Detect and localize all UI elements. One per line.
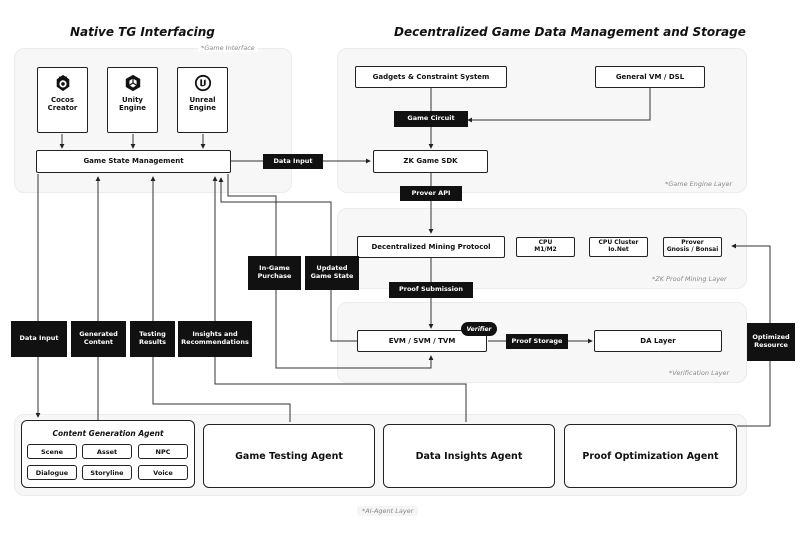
content-item-voice: Voice: [138, 465, 188, 480]
cpu-cluster-box: CPU Cluster Io.Net: [589, 237, 648, 257]
content-item-asset: Asset: [82, 444, 132, 459]
prover-gnosis-bonsai-box: Prover Gnosis / Bonsai: [663, 237, 722, 257]
da-layer-box: DA Layer: [594, 330, 722, 352]
data-input-top-label: Data Input: [263, 154, 323, 169]
verification-tag: *Verification Layer: [669, 369, 730, 377]
updated-game-state-label: Updated Game State: [305, 256, 359, 290]
decentralized-storage-title: Decentralized Game Data Management and S…: [394, 25, 746, 39]
native-tg-interfacing-title: Native TG Interfacing: [70, 25, 215, 39]
optimized-resource-label: Optimized Resource: [747, 323, 795, 361]
unity-engine-icon: [125, 74, 140, 92]
in-game-purchase-label: In-Game Purchase: [248, 256, 301, 290]
insights-recommendations-label: Insights and Recommendations: [178, 321, 252, 357]
generated-content-label: Generated Content: [71, 321, 126, 357]
content-item-storyline: Storyline: [82, 465, 132, 480]
data-insights-agent-box: Data Insights Agent: [383, 424, 555, 488]
ai-agent-tag: *AI-Agent Layer: [357, 506, 419, 516]
cocos-creator-box: Cocos Creator: [37, 67, 88, 133]
unity-engine-box: Unity Engine: [107, 67, 158, 133]
content-item-npc: NPC: [138, 444, 188, 459]
cocos-creator-label: Cocos Creator: [47, 96, 78, 113]
verifier-badge: Verifier: [461, 322, 497, 336]
unreal-engine-label: Unreal Engine: [189, 96, 216, 113]
decentralized-mining-protocol-box: Decentralized Mining Protocol: [357, 236, 505, 258]
cpu-m1-m2-box: CPU M1/M2: [516, 237, 575, 257]
proof-optimization-agent-box: Proof Optimization Agent: [564, 424, 737, 488]
prover-api-label: Prover API: [400, 186, 462, 201]
game-interface-tag: *Game Interface: [198, 44, 258, 52]
zk-proof-tag: *ZK Proof Mining Layer: [652, 275, 727, 283]
gadgets-constraint-system-box: Gadgets & Constraint System: [355, 66, 507, 88]
game-state-management-box: Game State Management: [36, 150, 231, 173]
content-generation-agent-title: Content Generation Agent: [52, 429, 164, 438]
unreal-engine-icon: [194, 74, 211, 92]
evm-svm-tvm-box: EVM / SVM / TVM: [357, 330, 487, 352]
zk-game-sdk-box: ZK Game SDK: [373, 150, 488, 173]
unity-engine-label: Unity Engine: [119, 96, 146, 113]
general-vm-dsl-box: General VM / DSL: [595, 66, 705, 88]
content-item-dialogue: Dialogue: [27, 465, 77, 480]
cocos-creator-icon: [56, 74, 69, 92]
unreal-engine-box: Unreal Engine: [177, 67, 228, 133]
data-input-left-label: Data Input: [11, 321, 67, 357]
game-circuit-label: Game Circuit: [394, 111, 468, 127]
proof-storage-label: Proof Storage: [506, 334, 568, 349]
game-engine-tag: *Game Engine Layer: [665, 180, 733, 188]
testing-results-label: Testing Results: [130, 321, 175, 357]
proof-submission-label: Proof Submission: [389, 282, 473, 298]
game-testing-agent-box: Game Testing Agent: [203, 424, 375, 488]
content-item-scene: Scene: [27, 444, 77, 459]
